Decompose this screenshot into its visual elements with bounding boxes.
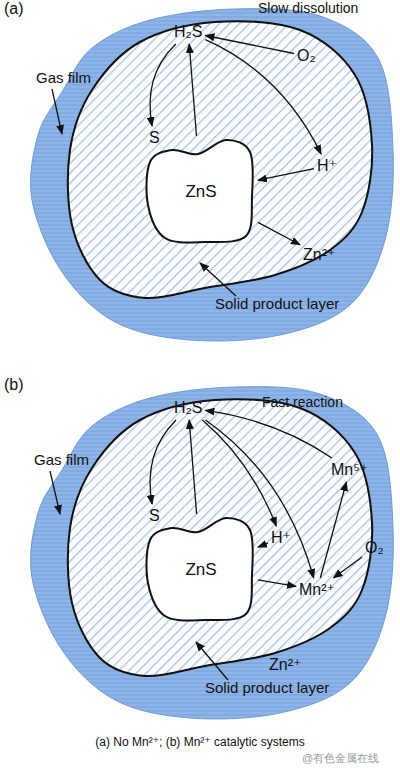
product-layer-label: Solid product layer — [205, 680, 329, 697]
species-node: H₂S — [173, 22, 203, 42]
reaction-arrow — [205, 410, 332, 458]
species-node: Zn²⁺ — [268, 655, 302, 675]
species-node: H⁺ — [270, 528, 292, 548]
reaction-arrow — [258, 169, 314, 181]
panel-note: Fast reaction — [262, 395, 343, 410]
species-label: Zn²⁺ — [303, 246, 335, 264]
species-label: H⁺ — [317, 157, 337, 175]
species-label: H₂S — [174, 23, 202, 41]
species-label: Mn⁵⁺ — [331, 461, 368, 479]
gas-film-shape — [31, 387, 394, 719]
zns-core-shape — [146, 518, 252, 621]
species-node: H⁺ — [316, 156, 338, 176]
reaction-arrow — [150, 420, 176, 504]
zns-core: ZnS — [146, 516, 256, 624]
reaction-arrow — [189, 420, 196, 514]
reaction-arrow — [205, 36, 294, 54]
zns-core-label: ZnS — [185, 183, 216, 202]
species-label: Zn²⁺ — [269, 656, 301, 674]
zns-core-label: ZnS — [185, 561, 216, 580]
species-label: O₂ — [365, 539, 384, 557]
product-layer-shape — [68, 21, 372, 298]
species-node: O₂ — [296, 46, 317, 66]
product-layer: Solid product layerZnS — [66, 396, 376, 680]
species-label: H⁺ — [271, 529, 291, 547]
species-node: H₂S — [173, 398, 203, 418]
panel-note: Slow dissolution — [258, 1, 358, 16]
reaction-arrow — [205, 40, 321, 154]
zns-core: ZnS — [146, 138, 256, 246]
gas-film-label: Gas film — [36, 70, 91, 87]
watermark: @有色金属在线 — [302, 752, 379, 764]
species-node: O₂ — [364, 538, 385, 558]
reaction-arrow — [258, 222, 300, 244]
gas-film: Gas filmSolid product layer ZnS — [28, 6, 396, 344]
reaction-arrow — [189, 44, 196, 136]
gas-film-label: Gas film — [34, 452, 89, 469]
gas-film-shape — [31, 9, 394, 341]
species-node: Zn²⁺ — [302, 245, 336, 265]
product-layer-shape — [68, 399, 372, 676]
species-node: S — [148, 506, 161, 526]
species-label: Mn²⁺ — [299, 581, 335, 599]
zns-core-shape — [146, 140, 252, 243]
reaction-arrow — [258, 543, 268, 547]
species-node: S — [148, 128, 161, 148]
product-layer-label: Solid product layer — [215, 296, 339, 313]
reaction-arrow — [205, 420, 313, 578]
species-label: S — [149, 507, 160, 525]
panel-label: (b) — [4, 376, 24, 394]
species-label: H₂S — [174, 399, 202, 417]
species-node: Mn⁵⁺ — [330, 460, 369, 480]
reaction-arrow — [333, 557, 362, 578]
species-node: Mn²⁺ — [298, 580, 336, 600]
species-label: S — [149, 129, 160, 147]
panel-label: (a) — [4, 0, 24, 18]
reaction-arrow — [202, 420, 276, 526]
gas-film: Gas filmSolid product layerZnS — [28, 384, 396, 722]
figure-caption: (a) No Mn²⁺; (b) Mn²⁺ catalytic systems — [0, 736, 400, 749]
species-label: O₂ — [297, 47, 316, 65]
reaction-arrow — [258, 580, 296, 587]
reaction-arrow — [320, 482, 346, 578]
reaction-arrow — [150, 44, 176, 126]
